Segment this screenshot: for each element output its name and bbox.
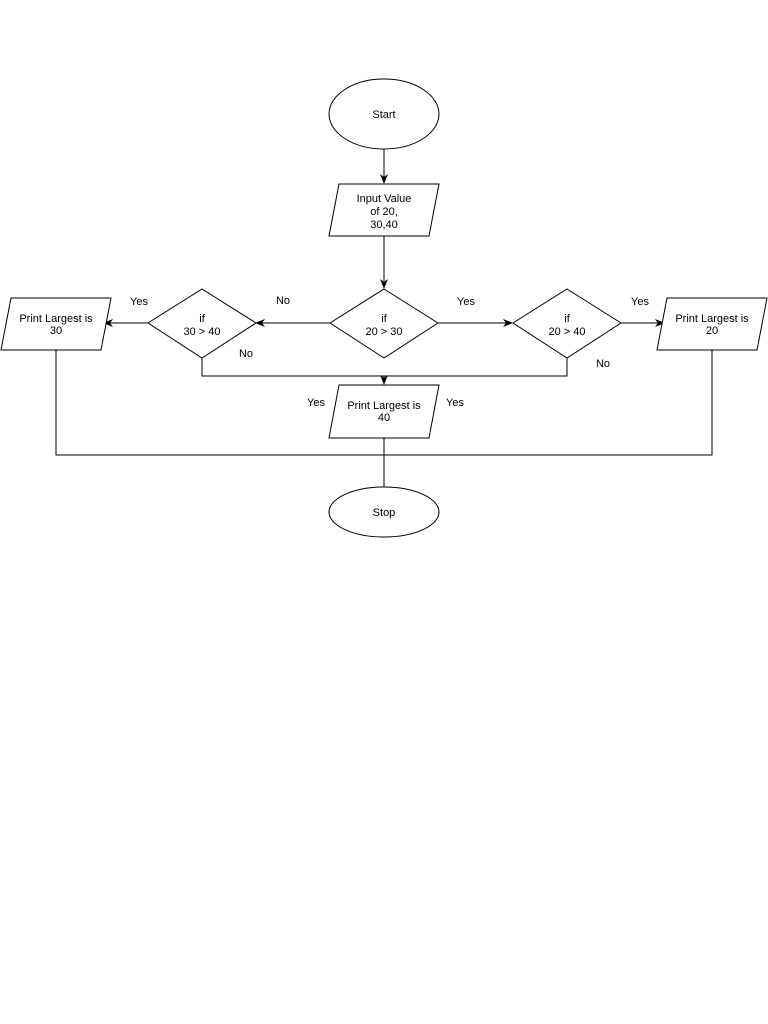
print-30-line-2: 30 xyxy=(50,325,62,337)
decision-30-40-line-2: 30 > 40 xyxy=(183,326,220,338)
decision-30-40-line-1: if xyxy=(199,313,205,325)
start-terminal: Start xyxy=(328,78,440,150)
label-yes-into-40-right: Yes xyxy=(446,397,464,409)
stop-terminal: Stop xyxy=(328,486,440,538)
print-40-line-2: 40 xyxy=(378,412,390,424)
label-yes-30-40: Yes xyxy=(130,296,148,308)
label-no-30-40: No xyxy=(239,348,253,360)
print-largest-20: Print Largest is 20 xyxy=(656,297,768,351)
start-label: Start xyxy=(372,109,395,121)
decision-20-gt-30: if 20 > 30 xyxy=(329,288,439,359)
label-no-20-40: No xyxy=(596,358,610,370)
decision-20-40-line-1: if xyxy=(564,313,570,325)
decision-20-40-line-2: 20 > 40 xyxy=(548,326,585,338)
edge-decision-20-40-no xyxy=(384,358,568,377)
edge-print-20-to-stop xyxy=(384,350,713,456)
decision-20-30-line-2: 20 > 30 xyxy=(365,326,402,338)
input-label-line-1: Input Value xyxy=(357,193,412,205)
edge-decision-30-40-no xyxy=(201,358,384,377)
decision-30-gt-40: if 30 > 40 xyxy=(147,288,257,359)
edges xyxy=(55,149,713,488)
label-yes-20-40: Yes xyxy=(631,296,649,308)
stop-label: Stop xyxy=(373,507,396,519)
print-30-line-1: Print Largest is xyxy=(19,313,93,325)
print-40-line-1: Print Largest is xyxy=(347,400,421,412)
edge-print-30-to-stop xyxy=(55,350,384,456)
input-label-line-3: 30,40 xyxy=(370,219,398,231)
decision-20-30-line-1: if xyxy=(381,313,387,325)
decision-20-gt-40: if 20 > 40 xyxy=(512,288,622,359)
input-parallelogram: Input Value of 20, 30,40 xyxy=(328,183,440,237)
edge-labels: No Yes Yes No Yes No Yes Yes xyxy=(130,295,649,409)
print-20-line-2: 20 xyxy=(706,325,718,337)
print-20-line-1: Print Largest is xyxy=(675,313,749,325)
print-largest-30: Print Largest is 30 xyxy=(0,297,112,351)
label-yes-20-30: Yes xyxy=(457,296,475,308)
input-label-line-2: of 20, xyxy=(370,206,398,218)
label-yes-into-40-left: Yes xyxy=(307,397,325,409)
print-largest-40: Print Largest is 40 xyxy=(328,384,440,439)
label-no-20-30: No xyxy=(276,295,290,307)
